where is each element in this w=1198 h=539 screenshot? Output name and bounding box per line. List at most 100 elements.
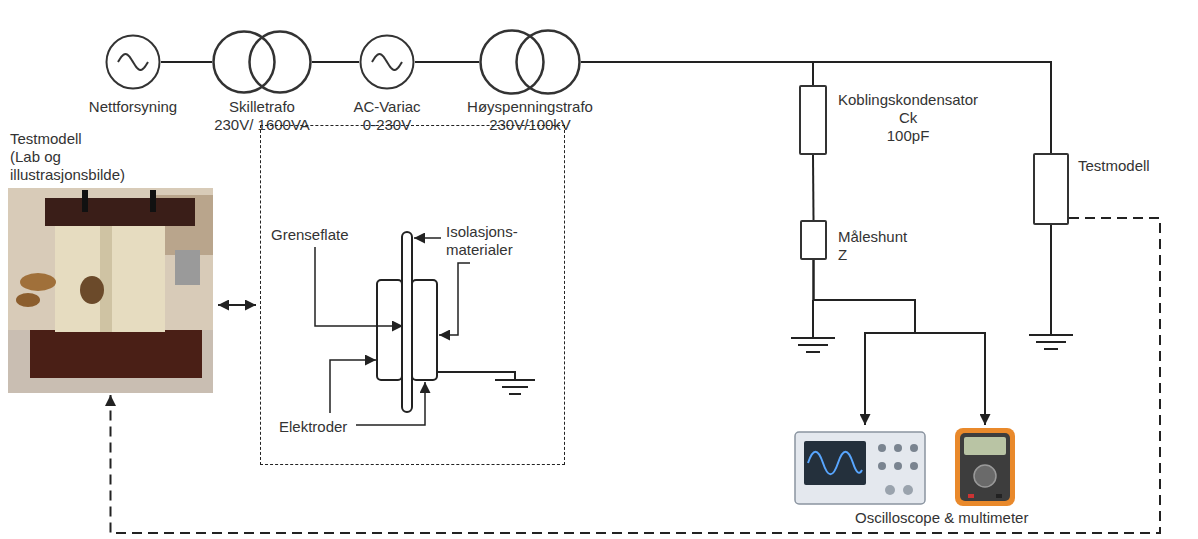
ac-source: Nettforsyning [105, 34, 161, 90]
electrode-rod [402, 232, 412, 412]
text-line: Høyspenningstrafo [467, 98, 593, 116]
node-label: Koblingskondensator Ck 100pF [838, 91, 978, 145]
base-plate [30, 330, 202, 378]
electrode-ring [80, 276, 104, 304]
winding-circle [214, 32, 275, 93]
node-label: Elektroder [279, 418, 347, 436]
clamp [175, 250, 200, 285]
knob [894, 462, 902, 470]
peg [150, 190, 156, 212]
ground-bars [1029, 335, 1073, 349]
leader-line [315, 247, 403, 326]
multimeter-body [960, 433, 1010, 501]
dial [974, 465, 996, 487]
ground-bars [791, 338, 835, 352]
oscilloscope-body [795, 432, 925, 504]
jack [968, 494, 974, 498]
knob [903, 485, 913, 495]
test-object-box: Testmodell [1033, 153, 1069, 225]
wire [161, 61, 212, 63]
wire [814, 260, 916, 425]
knob [878, 462, 886, 470]
multimeter-icon [955, 428, 1015, 506]
jack [996, 494, 1002, 498]
text-line: (Lab og [10, 148, 125, 166]
node-label: AC-Variac 0-230V [353, 98, 420, 134]
photo-background [8, 188, 213, 393]
node-label: Oscilloscope & multimeter [855, 509, 1028, 527]
wire [312, 61, 359, 63]
ground-symbol [791, 300, 835, 352]
node-label: Høyspenningstrafo 230V/100kV [467, 98, 593, 134]
transformer-symbol [479, 29, 581, 95]
photo-floor [8, 330, 213, 393]
leader-lines [315, 238, 470, 425]
wire [812, 155, 815, 220]
text-line: AC-Variac [353, 98, 420, 116]
ground-wire [1050, 225, 1052, 335]
insulation-block [412, 280, 437, 380]
illustration-panel: GrenseflateIsolasjons- materialerElektro… [260, 125, 565, 465]
text-line: illustrasjonsbilde) [10, 166, 125, 184]
transformer: Skilletrafo 230V/ 1600VA [212, 30, 312, 94]
lab-photo [8, 188, 213, 393]
ac-source-symbol [105, 34, 161, 90]
winding-circle [481, 31, 544, 94]
text-line: Isolasjons- [446, 223, 518, 241]
source-circle [107, 36, 160, 89]
wire [581, 62, 813, 85]
text-line: Ck [838, 109, 978, 127]
dashed-feedback-line [111, 218, 1161, 533]
node-label: Testmodell [1078, 157, 1150, 175]
transformer-symbol [212, 30, 312, 94]
instrument-group: Oscilloscope & multimeter [795, 425, 1017, 507]
leader-line [439, 263, 470, 335]
wire [218, 304, 256, 306]
node-label: Nettforsyning [89, 98, 177, 116]
node-label: Isolasjons- materialer [446, 223, 518, 259]
ground-symbol [437, 372, 535, 394]
shunt-box: Måleshunt Z [800, 220, 827, 260]
text-line: Koblingskondensator [838, 91, 978, 109]
winding-circle [250, 32, 311, 93]
wing-nut [16, 293, 40, 307]
leader-line [356, 382, 425, 425]
node-label: Skilletrafo 230V/ 1600VA [214, 98, 310, 134]
node-label: Måleshunt Z [838, 228, 907, 264]
leader-line [330, 360, 376, 413]
peg [82, 190, 88, 212]
sine-wave [372, 54, 402, 70]
ground-symbol [1029, 225, 1073, 349]
text-line: Testmodell [10, 130, 125, 148]
ac-variac: AC-Variac 0-230V [359, 34, 415, 90]
multimeter-case [955, 428, 1015, 506]
transformer: Høyspenningstrafo 230V/100kV [479, 29, 581, 95]
text-line: Z [838, 246, 907, 264]
top-plate [45, 198, 195, 226]
oscilloscope-screen [804, 441, 866, 485]
leader-line [414, 237, 441, 239]
text-line: Måleshunt [838, 228, 907, 246]
capacitor-box: Koblingskondensator Ck 100pF [799, 85, 827, 155]
knob [878, 444, 886, 452]
knob [894, 444, 902, 452]
knob [885, 485, 895, 495]
oscilloscope-icon [795, 432, 925, 504]
insulator-slit [100, 224, 112, 332]
waveform [808, 452, 862, 475]
wire [415, 61, 479, 63]
ground-wire [812, 300, 814, 338]
ac-source-symbol [359, 34, 415, 90]
node-label: Testmodell (Lab og illustrasjonsbilde) [10, 130, 125, 184]
photo-frame: Testmodell (Lab og illustrasjonsbilde) [8, 188, 213, 393]
text-line: materialer [446, 241, 518, 259]
text-line: 100pF [838, 127, 978, 145]
wire [814, 260, 986, 425]
ground-bars [495, 380, 535, 394]
insulation-block [377, 280, 402, 380]
text-line: Skilletrafo [214, 98, 310, 116]
